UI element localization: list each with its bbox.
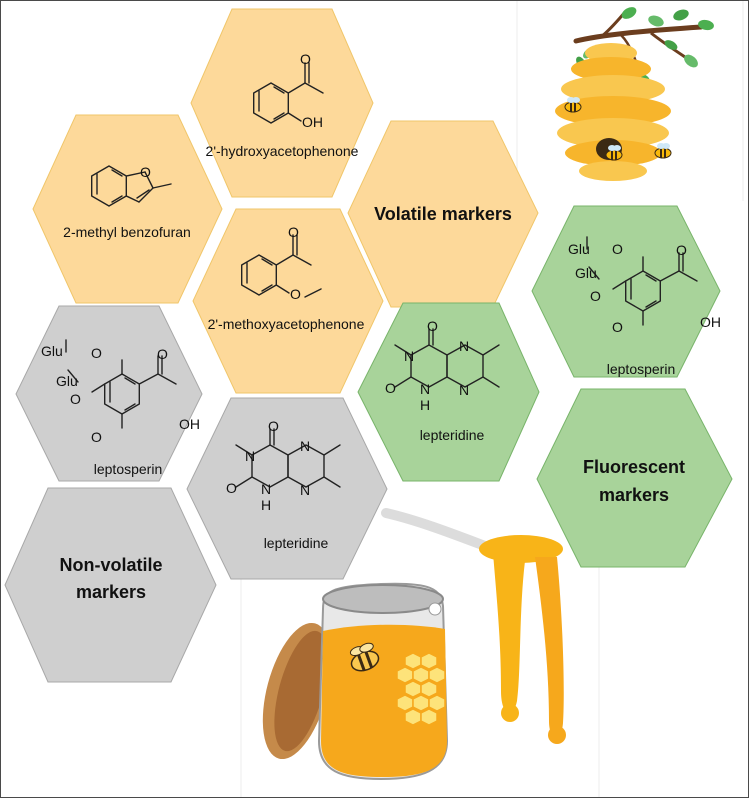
structure-lepteridine-green <box>394 328 500 388</box>
label-methylbenzofuran: 2-methyl benzofuran <box>63 224 191 240</box>
atom-o-16: O <box>226 480 237 496</box>
bee-icon <box>654 143 672 159</box>
background-panels <box>240 1 744 797</box>
hex-nonvolatile-markers <box>4 487 217 683</box>
atom-o-12: O <box>91 345 102 361</box>
atom-n-1: N <box>404 348 414 364</box>
label-leptosperin-grey: leptosperin <box>94 461 163 477</box>
label-hydroxyacetophenone: 2'-hydroxyacetophenone <box>206 143 359 159</box>
atom-n-5: N <box>245 448 255 464</box>
category-fluorescent-line2: markers <box>599 485 669 505</box>
label-leptosperin-green: leptosperin <box>607 361 676 377</box>
beehive-icon <box>555 7 714 181</box>
atom-n-2: N <box>459 338 469 354</box>
structure-methylbenzofuran <box>90 165 172 207</box>
atom-o-2: O <box>140 164 151 180</box>
atom-o-13: O <box>91 429 102 445</box>
structure-leptosperin-grey <box>65 339 177 429</box>
bee-icon <box>564 97 582 113</box>
hex-lepteridine-grey <box>186 397 388 580</box>
category-nonvolatile-line2: markers <box>76 582 146 602</box>
atom-glu-4: Glu <box>56 373 78 389</box>
atom-glu-1: Glu <box>568 241 590 257</box>
atom-o-3: O <box>288 224 299 240</box>
label-lepteridine-grey: lepteridine <box>264 535 329 551</box>
atom-n-4: N <box>420 381 430 397</box>
atom-o-7: O <box>612 319 623 335</box>
atom-o-11: O <box>70 391 81 407</box>
atom-oh-2: OH <box>700 314 721 330</box>
atom-n-7: N <box>300 482 310 498</box>
honey-spoon-icon <box>381 508 566 744</box>
label-methoxyacetophenone: 2'-methoxyacetophenone <box>208 316 365 332</box>
structure-leptosperin-green <box>586 236 698 326</box>
atom-o-4: O <box>290 286 301 302</box>
atom-n-3: N <box>459 382 469 398</box>
structure-lepteridine-grey <box>235 428 341 488</box>
category-fluorescent-line1: Fluorescent <box>583 457 685 477</box>
hex-methoxyacetophenone <box>192 208 384 394</box>
atom-glu-3: Glu <box>41 343 63 359</box>
category-nonvolatile-line1: Non-volatile <box>59 555 162 575</box>
atom-n-6: N <box>300 438 310 454</box>
honeycomb-icon <box>396 652 446 726</box>
atom-o-1: O <box>300 51 311 67</box>
atom-o-5: O <box>590 288 601 304</box>
category-volatile: Volatile markers <box>374 204 512 224</box>
hex-leptosperin-grey <box>15 305 203 482</box>
atom-glu-2: Glu <box>575 265 597 281</box>
atom-o-9: O <box>427 318 438 334</box>
atom-oh-1: OH <box>302 114 323 130</box>
atom-h-2: H <box>261 497 271 513</box>
atom-o-6: O <box>612 241 623 257</box>
hex-fluorescent-markers <box>536 388 733 568</box>
structure-methoxyacetophenone <box>240 234 322 298</box>
atom-n-8: N <box>261 481 271 497</box>
label-lepteridine-green: lepteridine <box>420 427 485 443</box>
atom-o-8: O <box>676 242 687 258</box>
atom-o-14: O <box>157 346 168 362</box>
atom-o-10: O <box>385 380 396 396</box>
atom-o-15: O <box>268 418 279 434</box>
atom-oh-3: OH <box>179 416 200 432</box>
honey-jar-icon <box>262 582 449 781</box>
bee-icon <box>349 642 380 672</box>
atom-h-1: H <box>420 397 430 413</box>
hex-hydroxyacetophenone <box>190 8 374 198</box>
bee-icon <box>605 145 623 161</box>
hex-methylbenzofuran <box>32 114 223 304</box>
structure-hydroxyacetophenone <box>252 62 324 124</box>
